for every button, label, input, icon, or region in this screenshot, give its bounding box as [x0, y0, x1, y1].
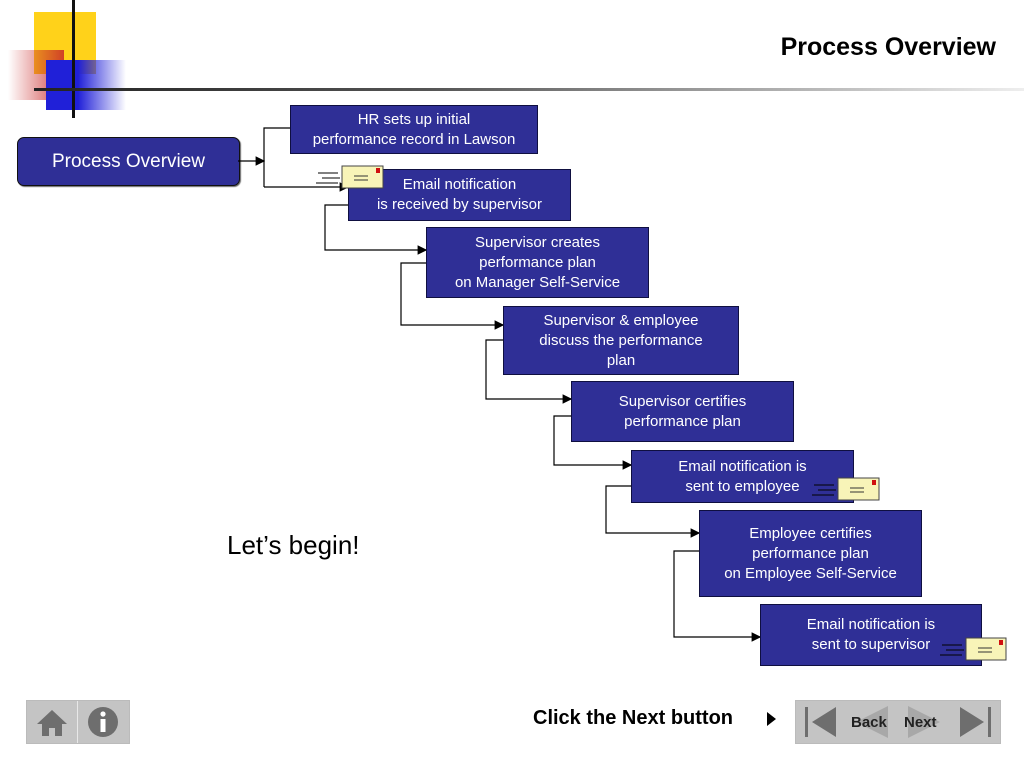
step-discuss-plan: Supervisor & employee discuss the perfor… [503, 306, 739, 375]
step-email-to-employee: Email notification is sent to employee [631, 450, 854, 503]
next-arrow-icon [908, 706, 940, 738]
navigation-bar: Back Next [795, 700, 1001, 744]
connector-2 [324, 204, 428, 255]
step-email-to-supervisor-final: Email notification is sent to supervisor [760, 604, 982, 666]
info-button[interactable] [77, 701, 128, 743]
info-icon [88, 707, 118, 737]
step-employee-certifies: Employee certifies performance plan on E… [699, 510, 922, 597]
process-overview-button[interactable]: Process Overview [17, 137, 240, 186]
back-button[interactable]: Back [851, 714, 887, 731]
envelope-icon [316, 165, 384, 189]
next-button[interactable]: Next [904, 714, 937, 731]
connector-1 [263, 127, 290, 187]
triangle-right-icon [767, 712, 776, 726]
connector-6 [605, 485, 701, 538]
back-arrow-icon [856, 706, 888, 738]
connector-3 [400, 262, 505, 330]
connector-4 [485, 339, 573, 404]
header-divider [34, 88, 1024, 91]
footer-instruction: Click the Next button [533, 707, 734, 729]
connector-7 [673, 550, 762, 642]
logo-blue-square [46, 60, 126, 110]
home-button[interactable] [27, 701, 77, 743]
logo-vertical-line [72, 0, 75, 118]
footer-toolbar [26, 700, 130, 744]
first-page-button[interactable] [796, 701, 844, 743]
step-supervisor-certifies: Supervisor certifies performance plan [571, 381, 794, 442]
first-page-icon [805, 707, 836, 737]
step-email-to-supervisor: Email notification is received by superv… [348, 169, 571, 221]
envelope-icon [940, 637, 1007, 661]
envelope-icon [812, 477, 880, 501]
connector-5 [553, 415, 633, 470]
last-page-button[interactable] [952, 701, 1000, 743]
home-icon [37, 710, 67, 736]
logo [0, 0, 140, 120]
intro-text: Let’s begin! [227, 530, 360, 560]
step-supervisor-creates-plan: Supervisor creates performance plan on M… [426, 227, 649, 298]
page-title: Process Overview [780, 33, 996, 61]
step-hr-setup: HR sets up initial performance record in… [290, 105, 538, 154]
last-page-icon [960, 707, 991, 737]
